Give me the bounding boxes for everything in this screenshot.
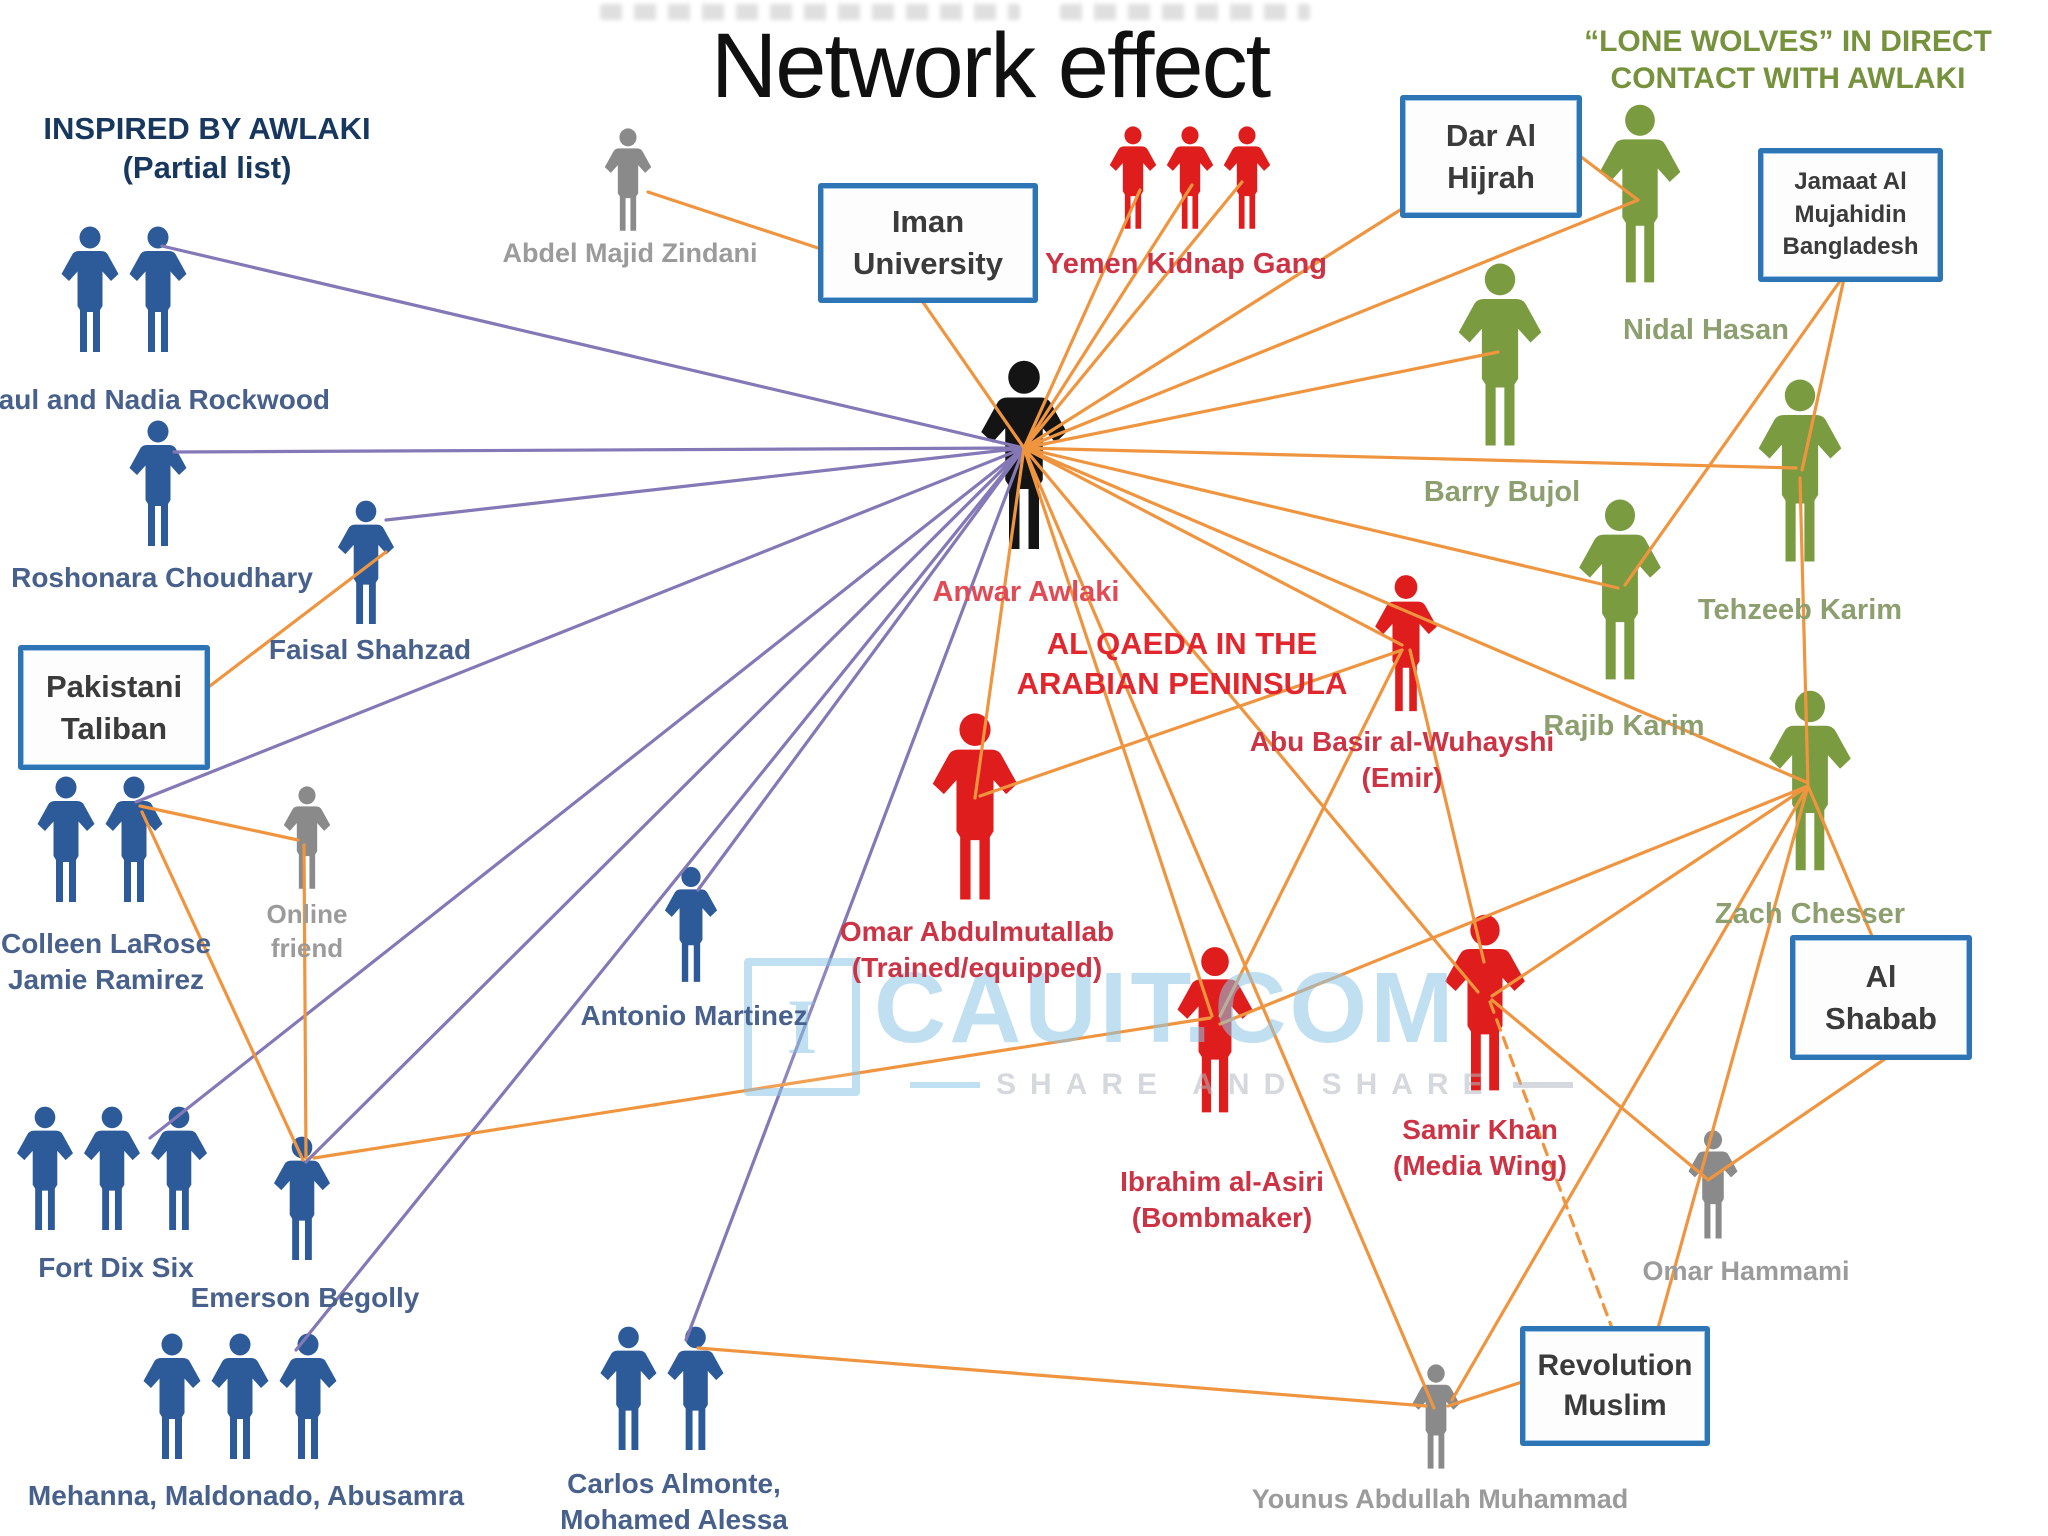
label-line: Anwar Awlaki [932,576,1120,608]
box-label-line: Mujahidin [1794,200,1907,228]
label-paul-nadia-rockwood: Paul and Nadia Rockwood [0,382,330,418]
label-rajib-karim: Rajib Karim [1543,708,1704,746]
label-abdel-majid-zindani: Abdel Majid Zindani [503,236,758,271]
label-line: Emerson Begolly [190,1282,420,1313]
label-line: friend [270,932,344,963]
label-line: Samir Khan [1402,1114,1558,1145]
label-line: Antonio Martinez [580,1000,808,1031]
label-line: Yemen Kidnap Gang [1045,248,1327,280]
label-line: Carlos Almonte, [567,1468,781,1499]
label-carlos-almonte-mohamed-alessa: Carlos Almonte, Mohamed Alessa [560,1466,788,1536]
box-label-line: Iman [891,204,965,240]
label-line: (Emir) [1361,762,1443,794]
label-anwar-awlaki: Anwar Awlaki [933,574,1120,612]
label-zach-chesser: Zach Chesser [1715,896,1905,934]
label-aqap-caption: AL QAEDA IN THE ARABIAN PENINSULA [1017,624,1348,705]
box-dar-al-hijrah: Dar Al Hijrah [1400,95,1582,218]
label-fort-dix-six: Fort Dix Six [38,1250,194,1286]
label-line: (Trained/equipped) [851,952,1103,984]
label-line: Abu Basir al-Wuhayshi [1249,726,1555,757]
box-label-line: Al [1865,958,1897,994]
label-line: Omar Abdulmutallab [839,916,1115,947]
label-tehzeeb-karim: Tehzeeb Karim [1698,592,1902,630]
box-label-line: Hijrah [1447,159,1535,195]
label-line: Tehzeeb Karim [1697,594,1903,626]
label-line: AL QAEDA IN THE [1046,626,1318,661]
label-line: Rajib Karim [1543,710,1705,742]
label-barry-bujol: Barry Bujol [1424,474,1580,512]
box-label-line: Bangladesh [1782,233,1919,261]
label-yemen-kidnap-gang: Yemen Kidnap Gang [1045,246,1327,284]
label-omar-abdulmutallab: Omar Abdulmutallab (Trained/equipped) [840,914,1114,987]
label-line: Abdel Majid Zindani [502,238,758,268]
label-nidal-hasan: Nidal Hasan [1623,312,1789,350]
label-line: Mohamed Alessa [560,1504,788,1536]
label-emerson-begolly: Emerson Begolly [191,1280,420,1316]
label-line: Faisal Shahzad [268,634,472,665]
label-mehanna-maldonado-abusamra: Mehanna, Maldonado, Abusamra [28,1478,464,1514]
label-ibrahim-al-asiri: Ibrahim al-Asiri (Bombmaker) [1120,1164,1324,1237]
label-faisal-shahzad: Faisal Shahzad [269,632,471,668]
label-line: Colleen LaRose [0,928,212,959]
label-line: Mehanna, Maldonado, Abusamra [27,1480,465,1511]
label-line: Ibrahim al-Asiri [1120,1166,1324,1197]
label-line: Barry Bujol [1423,476,1581,508]
label-abu-basir-al-wuhayshi: Abu Basir al-Wuhayshi (Emir) [1250,724,1554,797]
label-line: ARABIAN PENINSULA [1016,666,1348,702]
label-line: Online [266,899,348,929]
label-line: (Bombmaker) [1131,1202,1313,1234]
label-line: Jamie Ramirez [7,964,205,996]
label-antonio-martinez: Antonio Martinez [580,998,807,1034]
label-line: Paul and Nadia Rockwood [0,384,331,415]
label-roshonara-choudhary: Roshonara Choudhary [11,560,313,596]
label-line: Zach Chesser [1714,898,1906,930]
label-line: Fort Dix Six [38,1252,194,1283]
label-omar-hammami: Omar Hammami [1642,1254,1849,1289]
label-line: Roshonara Choudhary [11,562,313,593]
label-line: Omar Hammami [1642,1256,1850,1286]
box-label-line: Shabab [1825,1000,1937,1036]
label-line: Nidal Hasan [1623,314,1789,346]
box-label-line: Jamaat Al [1794,168,1907,196]
label-younus-abdullah-muhammad: Younus Abdullah Muhammad [1252,1482,1629,1517]
label-line: (Media Wing) [1393,1150,1567,1182]
label-samir-khan: Samir Khan (Media Wing) [1393,1112,1567,1185]
box-label-line: Dar Al [1445,117,1537,153]
label-line: Younus Abdullah Muhammad [1251,1484,1629,1514]
